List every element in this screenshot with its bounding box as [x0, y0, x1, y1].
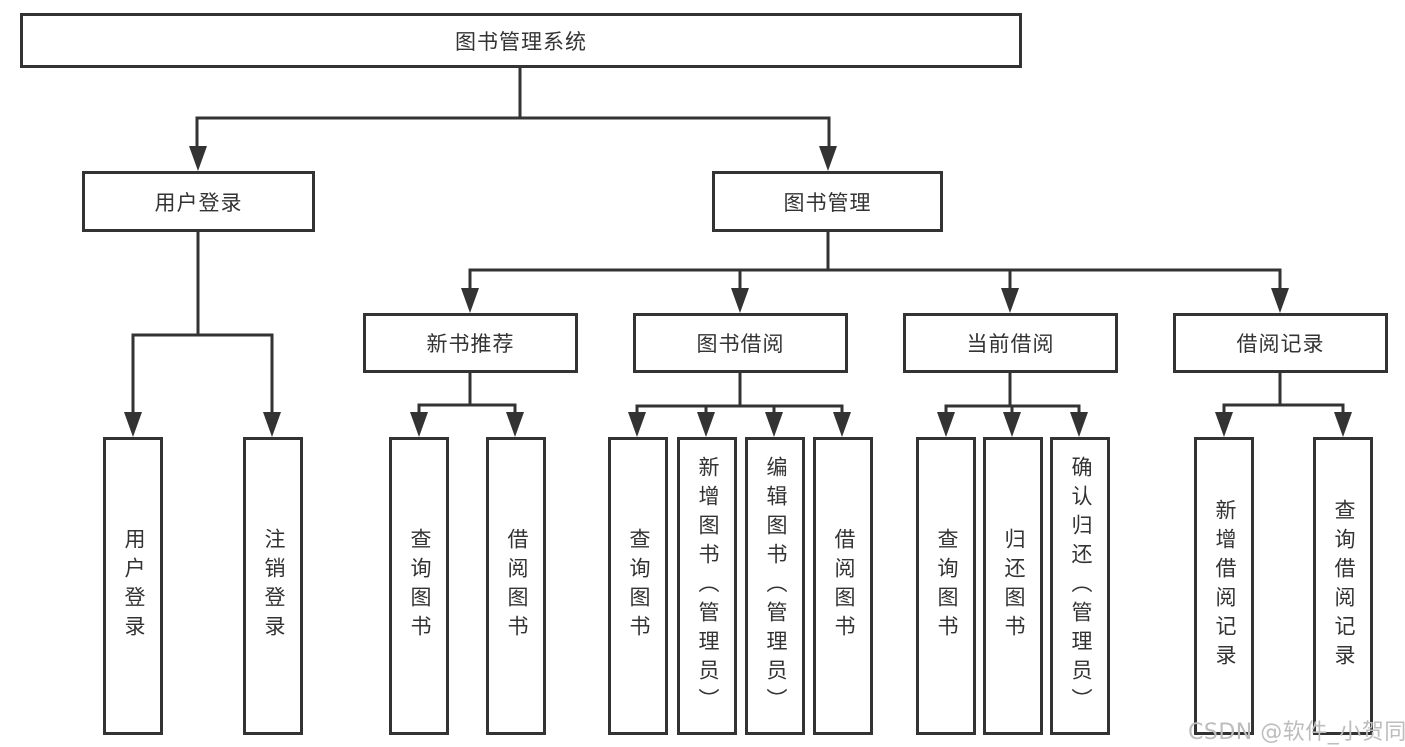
leaf-query-books-recommend: 查询图书: [389, 437, 449, 735]
leaf-confirm-return-admin: 确认归还（管理员）: [1050, 437, 1110, 735]
leaf-borrow-books-recommend: 借阅图书: [486, 437, 546, 735]
leaf-query-borrow-record: 查询借阅记录: [1313, 437, 1373, 735]
book-borrow-branch-connector: [635, 373, 844, 414]
leaf-logout-login: 注销登录: [243, 437, 303, 735]
node-book-borrowing: 图书借阅: [633, 313, 848, 373]
leaf-add-books-admin: 新增图书（管理员）: [677, 437, 737, 735]
node-new-book-recommendation: 新书推荐: [363, 313, 578, 373]
root-connector: [195, 67, 831, 148]
node-current-borrowing: 当前借阅: [903, 313, 1118, 373]
current-borrow-branch-connector: [944, 373, 1081, 414]
leaf-user-login: 用户登录: [103, 437, 163, 735]
leaf-query-books-current: 查询图书: [916, 437, 976, 735]
leaf-add-borrow-record: 新增借阅记录: [1194, 437, 1254, 735]
node-library-management-system: 图书管理系统: [20, 13, 1022, 68]
leaf-edit-books-admin: 编辑图书（管理员）: [745, 437, 805, 735]
leaf-borrow-books-borrowing: 借阅图书: [813, 437, 873, 735]
watermark: CSDN @软件_小贺同学: [1188, 720, 1405, 745]
book-management-branch-connector: [468, 232, 1282, 290]
node-borrowing-records: 借阅记录: [1173, 313, 1388, 373]
node-book-management: 图书管理: [712, 171, 943, 232]
leaf-return-books: 归还图书: [983, 437, 1043, 735]
user-login-branch-connector: [131, 232, 274, 414]
new-book-branch-connector: [417, 373, 517, 414]
leaf-query-books-borrowing: 查询图书: [608, 437, 668, 735]
node-user-login: 用户登录: [82, 171, 315, 232]
borrow-record-branch-connector: [1222, 373, 1345, 414]
arrowheads: [124, 146, 1352, 437]
